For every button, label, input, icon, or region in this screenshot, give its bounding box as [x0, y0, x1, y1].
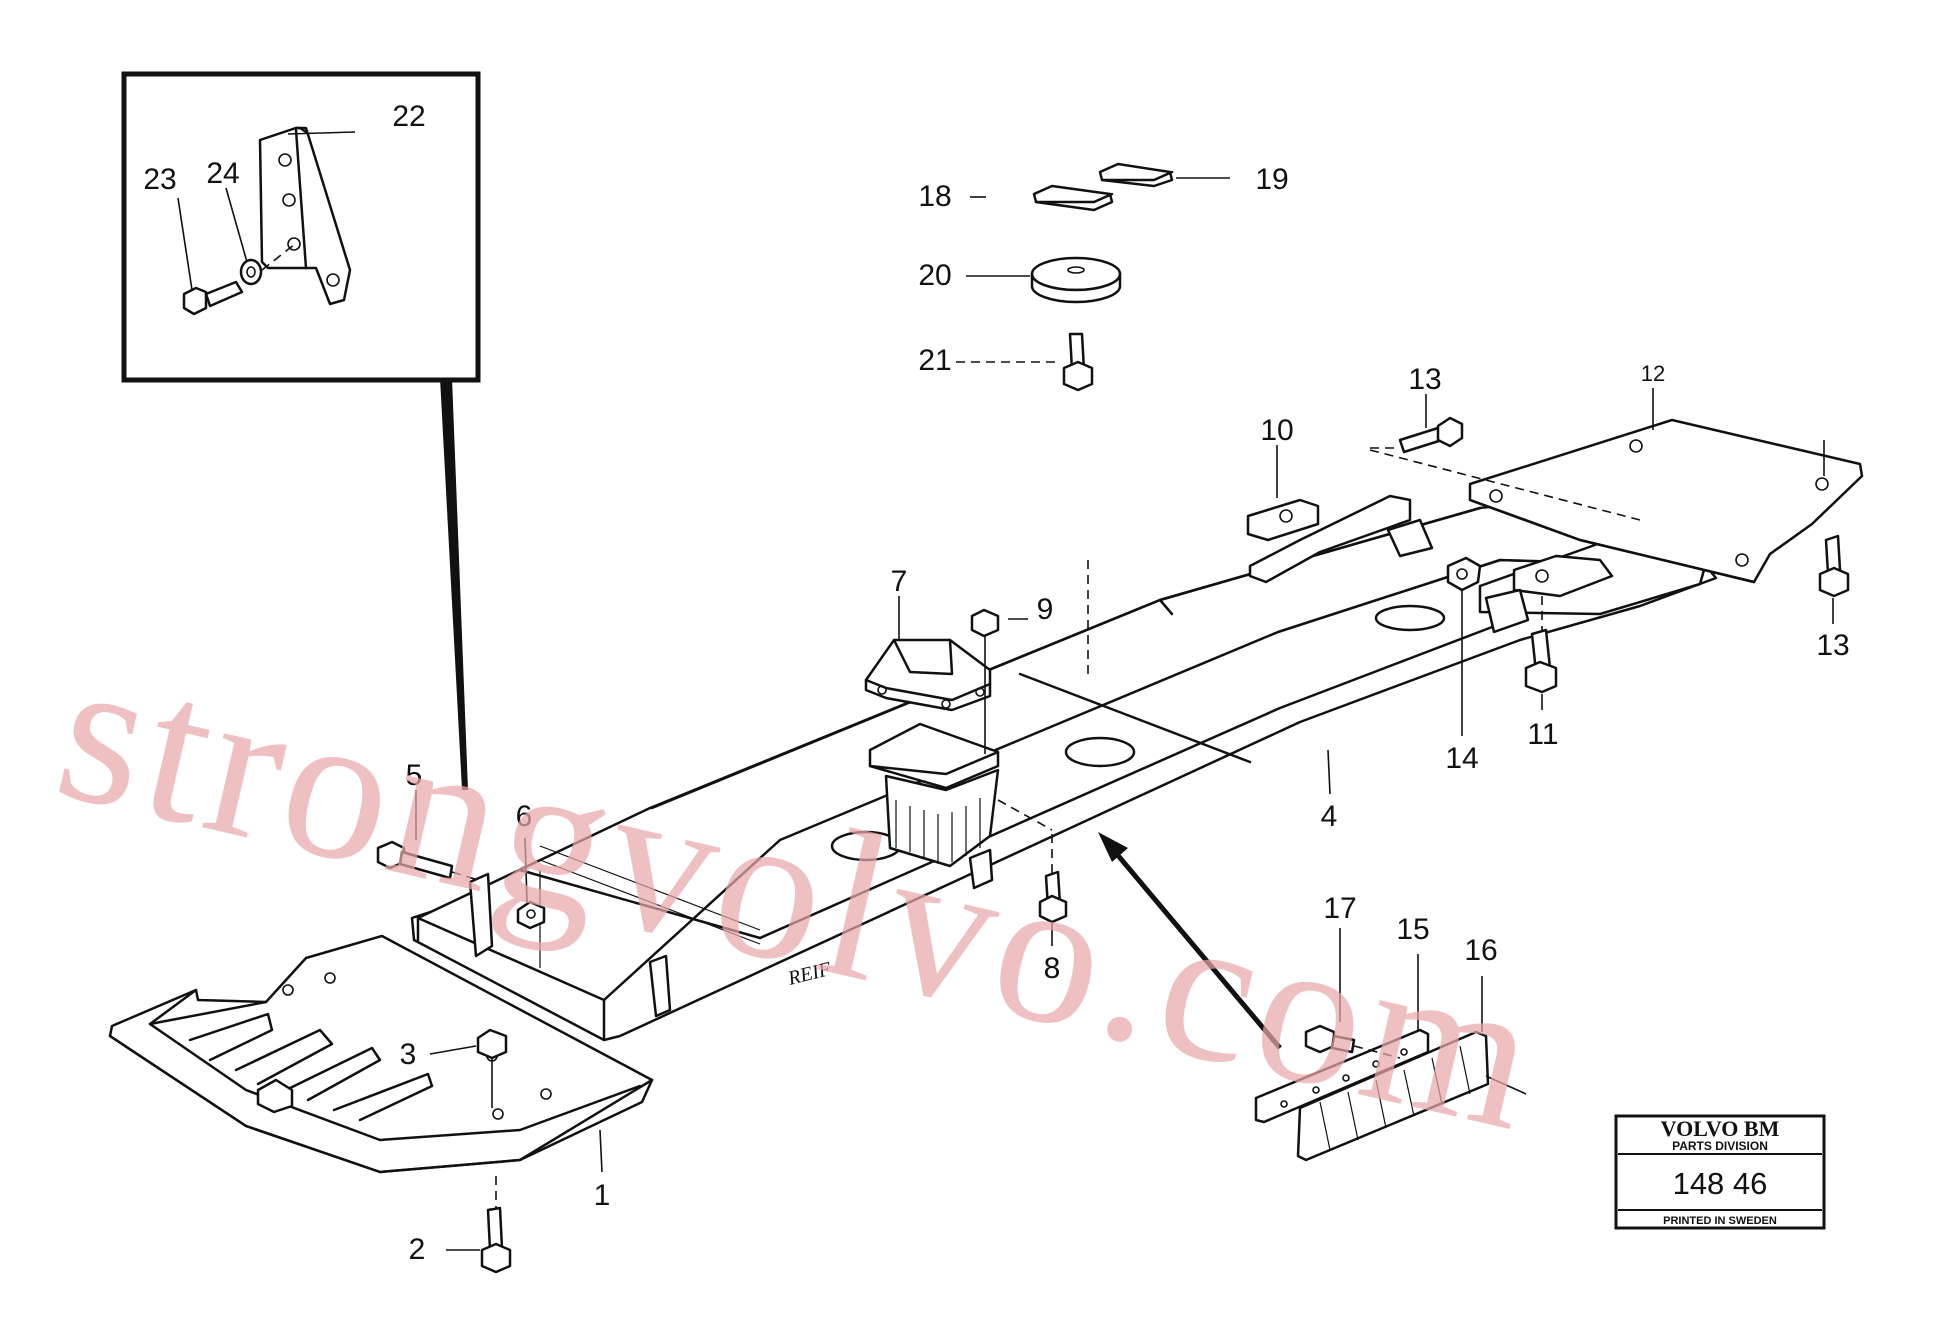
- callout-18: 18: [918, 180, 951, 213]
- rear-rail: [1248, 494, 1412, 584]
- pad-part-20: [1030, 256, 1122, 304]
- callout-22: 22: [392, 100, 425, 133]
- nut-part-14: [1446, 556, 1482, 592]
- callout-24: 24: [206, 157, 239, 190]
- bracket-part-22: [258, 126, 352, 306]
- callout-9: 9: [1037, 593, 1054, 626]
- callout-6: 6: [516, 800, 533, 833]
- callout-16: 16: [1464, 934, 1497, 967]
- washer-part-24: [239, 258, 263, 286]
- callout-21: 21: [918, 344, 951, 377]
- stamp-number: 148 46: [1673, 1166, 1768, 1201]
- callout-2: 2: [409, 1233, 426, 1266]
- rear-step: [1386, 518, 1434, 558]
- bolt-part-11: [1524, 628, 1558, 694]
- callout-8: 8: [1044, 952, 1061, 985]
- detail-inset: 23 24 22: [121, 71, 481, 383]
- bolt-part-23: [182, 280, 244, 316]
- stamp-brand: VOLVO BM: [1661, 1116, 1780, 1141]
- shim-part-19: [1098, 162, 1174, 188]
- location-arrow: [1108, 844, 1282, 1050]
- bracket-part-10: [1246, 498, 1320, 542]
- callout-10: 10: [1260, 414, 1293, 447]
- bolt-part-21: [1062, 332, 1094, 392]
- callout-15: 15: [1396, 913, 1429, 946]
- shim-part-18: [1032, 184, 1114, 212]
- callout-11: 11: [1527, 718, 1558, 751]
- callout-20: 20: [918, 259, 951, 292]
- bolt-part-13-top: [1398, 416, 1464, 454]
- callout-7: 7: [891, 565, 908, 598]
- callout-13-top: 13: [1408, 363, 1441, 396]
- stamp-printed: PRINTED IN SWEDEN: [1663, 1215, 1777, 1227]
- nut-part-3: [476, 1028, 508, 1060]
- inset-pointer: [440, 378, 468, 790]
- nut-part-9: [970, 608, 1000, 638]
- skid-plate-part-1: [108, 934, 654, 1174]
- rubber-mount-part-7: [864, 638, 992, 712]
- strip-part-16: [1296, 1030, 1490, 1162]
- nut-part-6: [516, 900, 546, 930]
- frame-lug-right: [968, 848, 994, 890]
- callout-19: 19: [1255, 163, 1288, 196]
- callout-1: 1: [594, 1179, 611, 1212]
- callout-5: 5: [406, 759, 423, 792]
- bolt-part-8: [1038, 870, 1068, 924]
- stamp-division: PARTS DIVISION: [1672, 1139, 1768, 1153]
- frame-lug-mid: [648, 954, 672, 1018]
- callout-23: 23: [143, 163, 176, 196]
- guard-plate-part-12: [1468, 418, 1864, 584]
- parts-division-stamp: VOLVO BM PARTS DIVISION 148 46 PRINTED I…: [1614, 1114, 1826, 1230]
- frame-lug-left: [468, 872, 494, 958]
- callout-4: 4: [1321, 800, 1338, 833]
- callout-3: 3: [400, 1038, 417, 1071]
- callout-12: 12: [1641, 361, 1665, 386]
- callout-14: 14: [1445, 742, 1478, 775]
- callout-13-bottom: 13: [1816, 629, 1849, 662]
- bolt-part-5: [376, 840, 454, 880]
- bolt-part-13-bottom: [1818, 534, 1850, 598]
- callout-17: 17: [1323, 892, 1356, 925]
- mount-base: [868, 722, 1000, 868]
- bolt-part-2: [480, 1206, 512, 1274]
- bolt-part-17: [1304, 1024, 1356, 1054]
- frame-hole-c: [1374, 604, 1446, 632]
- frame-hole-b: [1064, 736, 1136, 768]
- mount-right: [1484, 554, 1614, 634]
